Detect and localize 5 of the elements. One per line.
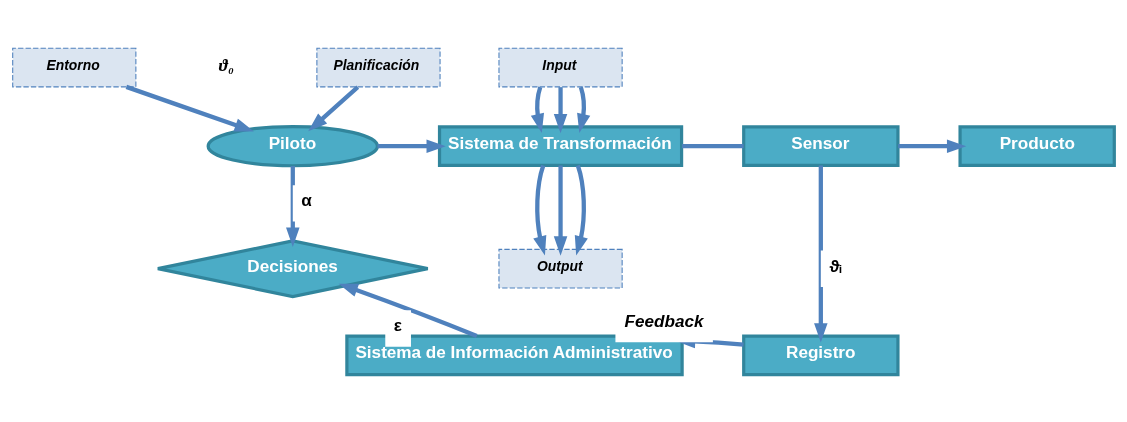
edge-label: ε: [393, 314, 402, 335]
edge-label: α: [301, 189, 312, 210]
edge-label: Feedback: [624, 310, 704, 331]
label: ϑ₀: [218, 55, 234, 75]
edge-label: ϑᵢ: [829, 255, 842, 276]
